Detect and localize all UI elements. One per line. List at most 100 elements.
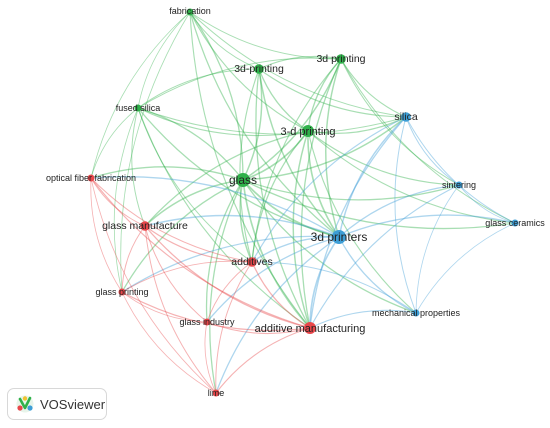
link-fabrication-3d-printers [189,11,340,238]
node-label-3d-printers[interactable]: 3d printers [311,230,368,244]
links-layer [90,11,516,394]
vosviewer-brand-button[interactable]: VOSviewer [7,388,107,420]
node-label-glass-manufacture[interactable]: glass manufacture [102,220,188,232]
link-fabrication-glass-printing [120,11,191,293]
node-lime[interactable] [212,389,220,397]
link-3d-printing-hyphen-additive-manufacturing [255,68,311,329]
node-glass[interactable] [236,173,250,187]
node-label-3d-printing-hyphen[interactable]: 3d-printing [234,63,284,75]
link-glass-additives [239,179,253,263]
link-glass-mechanical-properties [242,179,417,314]
node-label-3-d-printing[interactable]: 3-d printing [280,126,335,138]
link-sintering-additive-manufacturing [309,184,460,329]
node-label-silica[interactable]: silica [394,111,417,123]
node-glass-manufacture[interactable] [140,221,150,231]
link-additives-glass-industry [206,261,253,323]
link-3d-printing-alt-sintering [340,58,460,186]
node-label-3d-printing-alt[interactable]: 3d printing [316,53,365,65]
link-3d-printing-alt-glass-ceramics [340,58,516,224]
link-glass-printing-additive-manufacturing [121,291,311,331]
link-3d-printing-hyphen-3d-printers [258,68,340,238]
link-optical-fiber-fabrication-glass-manufacture [90,177,146,227]
node-fused-silica[interactable] [134,104,142,112]
link-silica-glass-ceramics [405,116,516,224]
link-3d-printing-alt-3d-printing-hyphen [258,55,342,70]
link-silica-mechanical-properties [394,116,417,314]
link-glass-glass-industry [205,179,244,323]
link-silica-additives [251,116,407,263]
link-fused-silica-glass-manufacture [131,107,146,227]
link-3d-printers-lime [215,236,340,394]
link-3d-printing-hyphen-additives [239,68,260,263]
link-glass-manufacture-glass-printing [121,225,146,293]
link-fused-silica-3-d-printing [137,107,309,137]
link-fabrication-fused-silica [137,11,191,109]
link-3d-printing-alt-3-d-printing [307,58,342,132]
link-3-d-printing-glass-manufacture [144,130,309,227]
link-glass-manufacture-lime [144,225,217,394]
link-3d-printing-alt-additive-manufacturing [300,58,342,329]
link-glass-fabrication [189,11,244,181]
node-label-optical-fiber-fabrication[interactable]: optical fiber fabrication [46,173,136,183]
node-sintering[interactable] [455,181,463,189]
link-3d-printers-additives [251,236,340,263]
link-glass-optical-fiber-fabrication [90,166,244,181]
node-label-additives[interactable]: additives [231,256,272,268]
link-glass-3d-printers [242,179,340,238]
link-glass-3d-printing-hyphen [242,68,263,181]
link-3d-printers-glass-industry [206,236,340,323]
link-glass-ceramics-3d-printers [338,214,516,238]
link-3d-printing-hyphen-fused-silica [137,68,260,109]
link-glass-printing-lime [121,291,217,394]
link-3d-printing-hyphen-3-d-printing [258,68,309,132]
node-glass-ceramics[interactable] [511,219,519,227]
node-label-glass[interactable]: glass [229,173,257,187]
node-label-sintering[interactable]: sintering [442,180,476,190]
node-3d-printers[interactable] [332,230,346,244]
brand-name: VOSviewer [40,396,106,412]
link-3-d-printing-additives [251,130,309,263]
node-glass-printing[interactable] [118,288,126,296]
node-label-glass-ceramics[interactable]: glass ceramics [485,218,545,228]
link-glass-manufacture-glass-industry [144,225,208,323]
labels-layer: fabrication 3d printing 3d-printing fused s… [46,6,545,398]
node-label-fused-silica[interactable]: fused silica [116,103,161,113]
link-additives-glass-printing [121,260,253,293]
node-optical-fiber-fabrication[interactable] [87,174,95,182]
link-additives-lime [215,261,253,394]
link-glass-3d-printing-alt [242,58,342,181]
node-3-d-printing[interactable] [302,125,314,137]
link-glass-3-d-printing [242,130,309,181]
link-fused-silica-silica [137,107,407,135]
link-glass-silica [242,116,407,181]
link-3d-printing-alt-fused-silica [137,57,342,109]
node-label-mechanical-properties[interactable]: mechanical properties [372,308,461,318]
node-label-fabrication[interactable]: fabrication [169,6,211,16]
link-glass-glass-manufacture [144,179,244,227]
node-label-additive-manufacturing[interactable]: additive manufacturing [255,323,366,335]
link-3-d-printing-glass-ceramics [307,130,516,224]
node-label-glass-printing[interactable]: glass printing [95,287,148,297]
node-glass-industry[interactable] [203,318,211,326]
link-glass-glass-printing [121,179,244,293]
link-3-d-printing-additive-manufacturing [292,130,311,329]
vosviewer-logo-icon [16,395,34,413]
node-additive-manufacturing[interactable] [304,322,316,334]
node-label-lime[interactable]: lime [208,388,225,398]
link-additives-additive-manufacturing [251,261,311,329]
link-glass-lime [209,179,244,394]
link-glass-manufacture-additives [144,225,253,263]
link-glass-glass-ceramics [242,179,516,230]
link-3d-printing-hyphen-silica [258,68,407,118]
link-optical-fiber-fabrication-additives [90,177,253,263]
node-silica[interactable] [401,112,411,122]
node-additives[interactable] [247,257,257,267]
link-mechanical-properties-additives [251,261,417,314]
link-3d-printers-mechanical-properties [338,236,417,314]
node-3d-printing-hyphen[interactable] [254,64,264,74]
node-3d-printing-alt[interactable] [336,54,346,64]
node-mechanical-properties[interactable] [412,309,420,317]
node-fabrication[interactable] [186,8,194,16]
node-label-glass-industry[interactable]: glass industry [179,317,235,327]
link-fabrication-additive-manufacturing [189,11,311,329]
